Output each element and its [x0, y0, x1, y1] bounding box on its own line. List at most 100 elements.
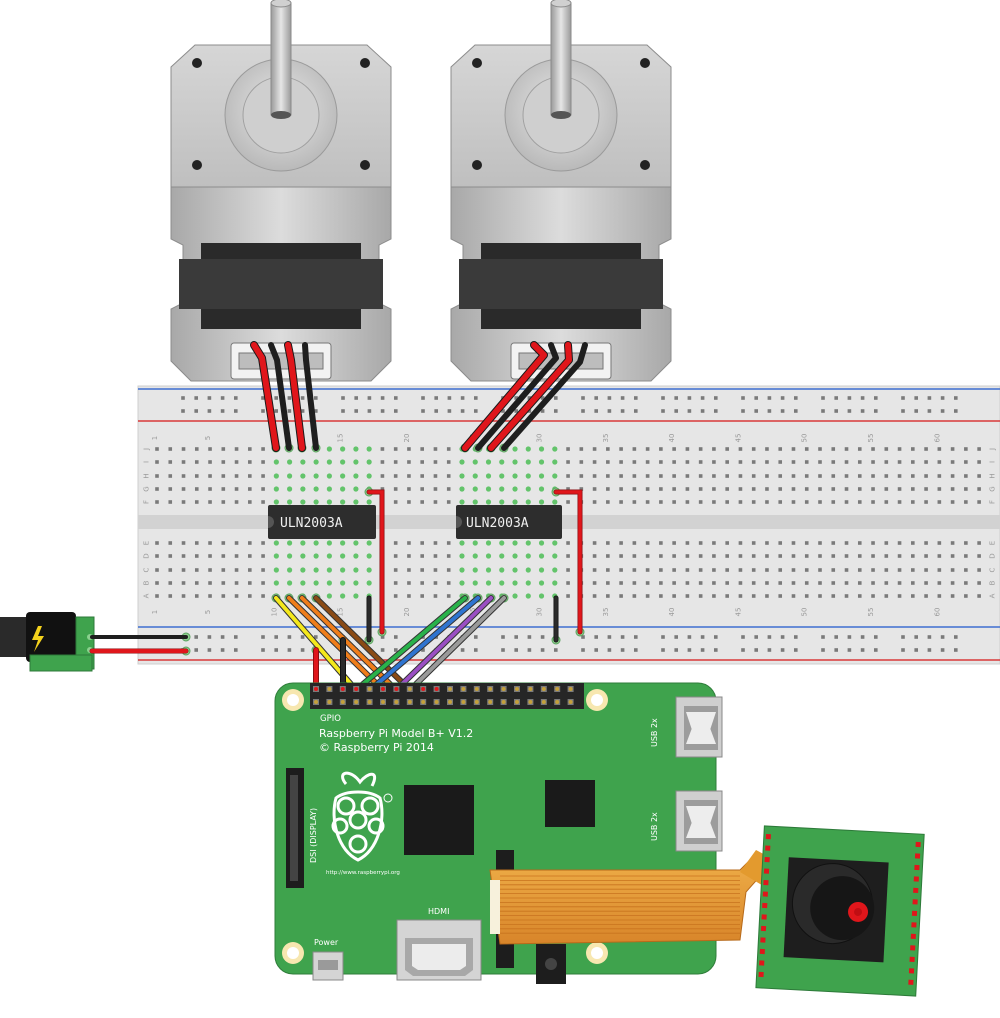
breadboard-hole: [566, 487, 570, 491]
rail-hole: [754, 635, 758, 639]
motor-1-wires: [250, 341, 319, 452]
breadboard-hole: [645, 500, 650, 504]
column-number: 50: [801, 608, 809, 617]
rail-hole: [354, 409, 358, 413]
gpio-pins: [313, 686, 574, 705]
rail-hole: [460, 648, 465, 652]
breadboard-hole: [446, 568, 451, 572]
rail-hole: [794, 396, 798, 400]
breadboard-hole: [208, 500, 212, 504]
connected-hole: [485, 473, 492, 479]
breadboard-hole: [208, 594, 212, 598]
connected-hole: [552, 580, 558, 586]
connected-hole: [313, 473, 319, 479]
breadboard-hole: [221, 581, 226, 585]
breadboard-hole: [725, 500, 729, 504]
rail-hole: [620, 409, 625, 413]
row-letter: A: [143, 593, 151, 598]
rail-hole: [421, 396, 425, 400]
rail-hole: [594, 648, 598, 652]
breadboard-hole: [924, 474, 928, 478]
rail-hole: [847, 648, 852, 652]
breadboard-hole: [977, 474, 981, 478]
breadboard-hole: [884, 500, 889, 504]
connected-hole: [525, 567, 531, 573]
rail-hole: [514, 648, 518, 652]
breadboard-hole: [659, 554, 663, 558]
camera-pad: [765, 834, 771, 840]
gpio-pin: [434, 700, 439, 704]
rail-hole: [261, 635, 265, 639]
breadboard-hole: [433, 447, 438, 451]
breadboard-hole: [248, 474, 252, 478]
rail-hole: [460, 409, 465, 413]
breadboard-hole: [844, 594, 849, 598]
breadboard-hole: [579, 487, 584, 491]
rail-hole: [194, 648, 198, 652]
connected-hole: [353, 553, 359, 559]
breadboard-hole: [765, 500, 769, 504]
breadboard-hole: [619, 581, 623, 585]
connected-hole: [512, 567, 518, 573]
rail-hole: [220, 396, 225, 400]
breadboard-hole: [433, 487, 438, 491]
breadboard-hole: [168, 568, 173, 572]
connected-hole: [525, 540, 531, 546]
column-number: 50: [801, 434, 809, 443]
rail-hole: [514, 409, 518, 413]
breadboard-hole: [420, 541, 424, 545]
breadboard-hole: [804, 594, 809, 598]
gpio-pin: [381, 700, 385, 704]
breadboard-hole: [698, 460, 703, 464]
connected-hole: [273, 540, 279, 546]
breadboard-hole: [632, 594, 637, 598]
rail-hole: [474, 635, 478, 639]
connected-hole: [525, 499, 531, 505]
breadboard-hole: [393, 568, 398, 572]
gpio-pin: [407, 700, 412, 704]
connected-hole: [366, 540, 372, 546]
rail-hole: [501, 635, 505, 639]
breadboard-hole: [659, 460, 663, 464]
column-number: 60: [933, 434, 941, 443]
breadboard-hole: [155, 568, 159, 572]
column-number: 10: [270, 608, 278, 617]
breadboard-hole: [234, 541, 239, 545]
breadboard-hole: [446, 487, 451, 491]
breadboard-hole: [765, 460, 769, 464]
breadboard-hole: [181, 474, 186, 478]
breadboard-hole: [751, 581, 756, 585]
breadboard-hole: [208, 447, 212, 451]
breadboard-hole: [751, 500, 756, 504]
row-letter: H: [989, 473, 997, 478]
breadboard-hole: [261, 568, 265, 572]
gpio-wires: [273, 595, 507, 693]
connected-hole: [326, 553, 332, 559]
connected-hole: [485, 540, 492, 546]
breadboard-hole: [155, 554, 159, 558]
breadboard-hole: [393, 554, 398, 558]
connected-hole: [273, 459, 279, 465]
breadboard-hole: [964, 474, 968, 478]
rail-hole: [954, 409, 958, 413]
rail-hole: [634, 409, 638, 413]
breadboard-hole: [738, 487, 743, 491]
rail-hole: [474, 648, 478, 652]
breadboard-hole: [248, 568, 252, 572]
row-letter: A: [989, 593, 997, 598]
breadboard-hole: [751, 447, 756, 451]
connected-hole: [313, 553, 319, 559]
connected-hole: [313, 459, 319, 465]
rail-hole: [661, 409, 665, 413]
breadboard-hole: [221, 500, 226, 504]
breadboard-hole: [791, 474, 796, 478]
row-letter: I: [143, 461, 151, 463]
breadboard-hole: [964, 594, 968, 598]
row-letter: C: [143, 567, 151, 572]
breadboard-hole: [181, 447, 186, 451]
rail-hole: [634, 648, 638, 652]
connected-hole: [552, 499, 558, 505]
breadboard-hole: [407, 554, 411, 558]
rail-hole: [194, 635, 198, 639]
rail-hole: [634, 396, 638, 400]
